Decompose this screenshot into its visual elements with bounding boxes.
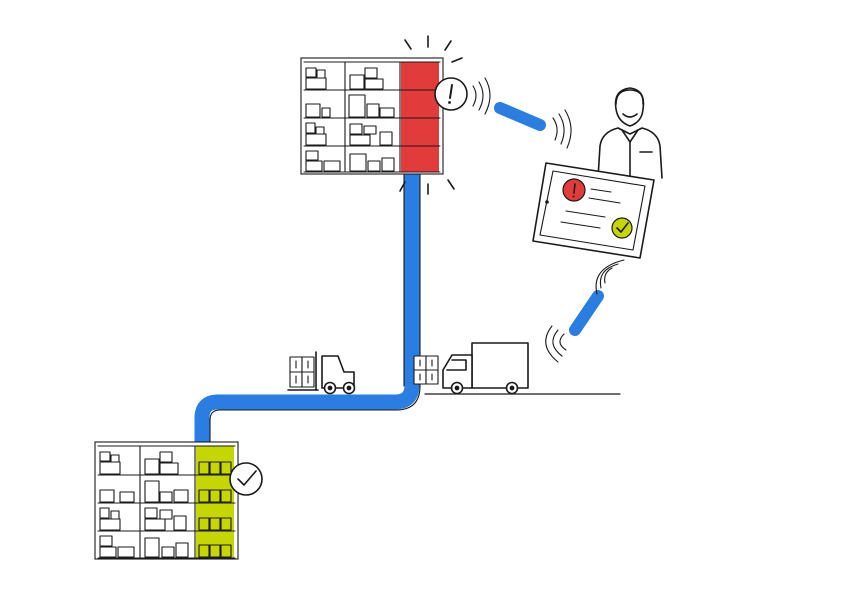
warehouse-shelf-ok-icon xyxy=(94,441,239,560)
alert-badge-icon xyxy=(434,77,468,111)
wireless-link-bottom xyxy=(569,290,604,336)
flow-path xyxy=(194,172,421,447)
checkmark-badge-icon xyxy=(229,462,263,496)
wireless-signal-icon xyxy=(545,259,625,363)
tablet-icon xyxy=(532,162,655,259)
warehouse-shelf-alert-icon xyxy=(300,35,463,195)
worker-icon xyxy=(597,87,663,179)
forklift-icon xyxy=(287,351,356,395)
delivery-truck-icon xyxy=(413,342,621,395)
wireless-signal-icon xyxy=(472,77,572,149)
wireless-link-top xyxy=(494,102,546,131)
